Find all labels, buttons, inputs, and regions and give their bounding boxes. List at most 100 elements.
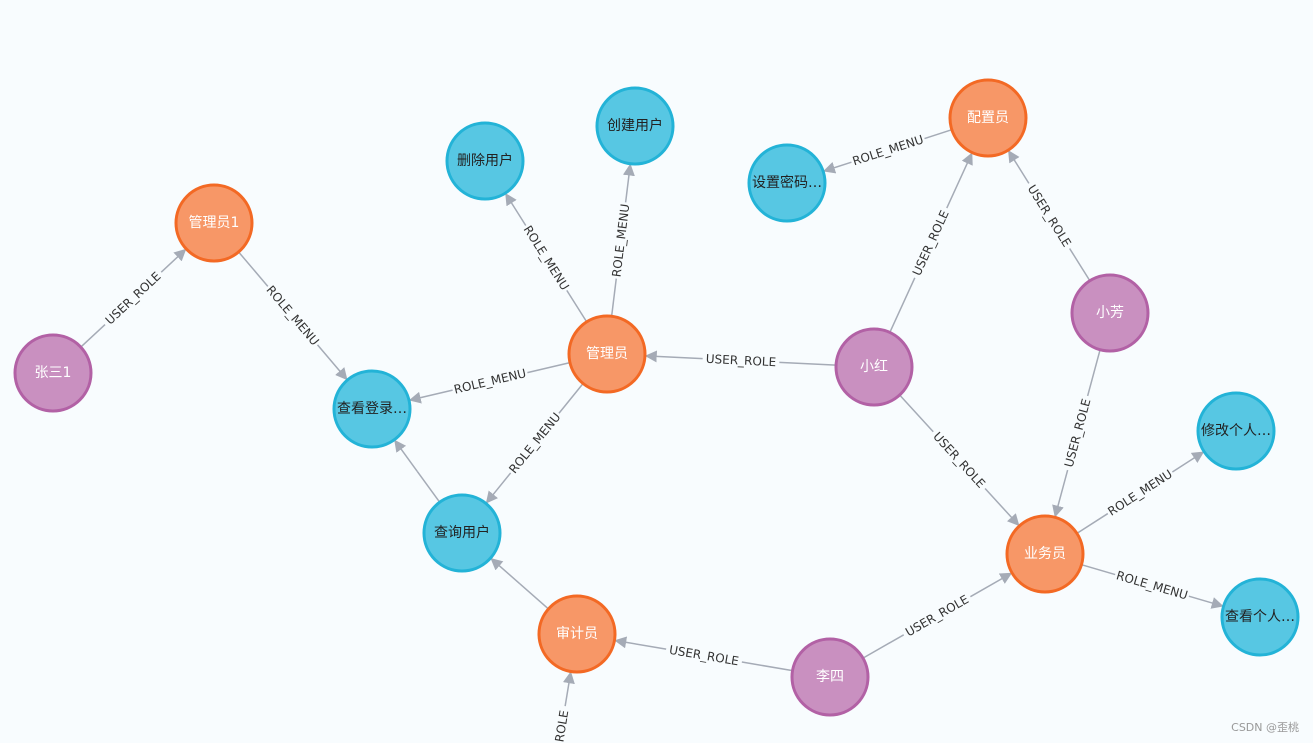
- node-circle[interactable]: [445, 121, 525, 201]
- node-user-xiaohong[interactable]: 小红: [834, 327, 914, 407]
- edge-label: USER_ROLE: [910, 208, 952, 278]
- edge-arrow: [644, 350, 703, 363]
- edge-admin-delete_user[interactable]: ROLE_MENU: [505, 192, 588, 323]
- node-menu-view_person[interactable]: 查看个人…: [1220, 577, 1300, 657]
- edge-arrow: [485, 472, 512, 504]
- edge-label: ROLE_MENU: [1105, 467, 1175, 519]
- node-label: 创建用户: [607, 117, 663, 134]
- node-menu-create_user[interactable]: 创建用户: [595, 86, 675, 166]
- edge-arrow: [1052, 469, 1069, 518]
- edge-line: [558, 383, 584, 414]
- node-menu-delete_user[interactable]: 删除用户: [445, 121, 525, 201]
- edge-label: USER_ROLE: [1025, 182, 1074, 249]
- node-label: 小芳: [1096, 304, 1124, 321]
- edge-line: [899, 394, 934, 433]
- edge-xiaohong-admin[interactable]: USER_ROLE: [644, 350, 837, 369]
- node-circle[interactable]: [747, 143, 827, 223]
- edge-line: [924, 128, 953, 140]
- edge-xiaofang-configurator[interactable]: USER_ROLE: [1008, 150, 1091, 282]
- edge-xiaofang-business[interactable]: USER_ROLE: [1052, 349, 1101, 518]
- edge-line: [80, 323, 106, 348]
- node-circle[interactable]: [174, 183, 254, 263]
- node-circle[interactable]: [332, 369, 412, 449]
- node-role-business[interactable]: 业务员: [1005, 514, 1085, 594]
- edge-arrow: [822, 161, 852, 174]
- edge-xiaohong-configurator[interactable]: USER_ROLE: [889, 152, 973, 333]
- edge-offscreen-auditor[interactable]: ROLE: [552, 671, 575, 743]
- edge-lisi-auditor[interactable]: USER_ROLE: [614, 636, 793, 672]
- node-circle[interactable]: [948, 78, 1028, 158]
- node-menu-modify_person[interactable]: 修改个人…: [1196, 391, 1276, 471]
- edge-query_user-view_login[interactable]: [394, 439, 441, 503]
- node-circle[interactable]: [1070, 273, 1150, 353]
- node-label: 业务员: [1024, 546, 1066, 562]
- node-circle[interactable]: [567, 314, 647, 394]
- edge-line: [566, 289, 588, 323]
- edge-label: ROLE_MENU: [851, 132, 925, 168]
- edge-line: [1068, 248, 1091, 282]
- edge-arrow: [408, 389, 453, 404]
- node-circle[interactable]: [13, 333, 93, 413]
- edge-label: USER_ROLE: [668, 643, 740, 669]
- edge-arrow: [160, 248, 187, 273]
- edge-label: USER_ROLE: [103, 269, 164, 327]
- node-label: 删除用户: [457, 152, 513, 169]
- edge-arrow: [394, 439, 418, 472]
- node-menu-query_user[interactable]: 查询用户: [422, 493, 502, 573]
- node-user-zhangsan1[interactable]: 张三1: [13, 333, 93, 413]
- node-label: 查看个人…: [1225, 609, 1295, 625]
- node-circle[interactable]: [1196, 391, 1276, 471]
- edge-business-modify_person[interactable]: ROLE_MENU: [1076, 451, 1205, 535]
- node-label: 李四: [816, 669, 844, 685]
- node-label: 查询用户: [434, 524, 490, 541]
- edge-line: [527, 361, 571, 374]
- edge-admin-create_user[interactable]: ROLE_MENU: [609, 163, 635, 317]
- node-user-xiaofang[interactable]: 小芳: [1070, 273, 1150, 353]
- edge-line: [1081, 563, 1116, 576]
- edge-auditor-query_user[interactable]: [490, 557, 549, 610]
- edge-arrow: [563, 671, 575, 707]
- node-user-lisi[interactable]: 李四: [790, 637, 870, 717]
- node-role-configurator[interactable]: 配置员: [948, 78, 1028, 158]
- node-circle[interactable]: [834, 327, 914, 407]
- node-label: 管理员: [586, 346, 628, 362]
- edge-arrow: [614, 636, 667, 650]
- node-circle[interactable]: [595, 86, 675, 166]
- edge-arrow: [970, 572, 1013, 598]
- edge-label: ROLE_MENU: [1115, 568, 1190, 602]
- node-label: 小红: [860, 359, 888, 375]
- node-circle[interactable]: [1220, 577, 1300, 657]
- node-label: 审计员: [556, 626, 598, 642]
- edge-arrow: [316, 344, 348, 381]
- edge-business-view_person[interactable]: ROLE_MENU: [1081, 563, 1224, 609]
- edge-line: [889, 277, 916, 333]
- edge-label: ROLE_MENU: [452, 366, 527, 396]
- edge-zhangsan1-admin1[interactable]: USER_ROLE: [80, 248, 187, 348]
- edge-xiaohong-business[interactable]: USER_ROLE: [899, 394, 1020, 527]
- node-label: 管理员1: [189, 215, 240, 231]
- watermark: CSDN @歪桃: [1231, 721, 1299, 734]
- edge-label: USER_ROLE: [1062, 397, 1094, 469]
- edge-admin-view_login[interactable]: ROLE_MENU: [408, 361, 571, 404]
- edge-arrow: [622, 163, 635, 203]
- node-circle[interactable]: [1005, 514, 1085, 594]
- edge-line: [741, 661, 793, 672]
- node-role-admin[interactable]: 管理员: [567, 314, 647, 394]
- node-role-admin1[interactable]: 管理员1: [174, 183, 254, 263]
- edge-line: [238, 251, 269, 287]
- edge-line: [519, 583, 549, 610]
- node-role-auditor[interactable]: 审计员: [537, 594, 617, 674]
- node-circle[interactable]: [422, 493, 502, 573]
- node-circle[interactable]: [790, 637, 870, 717]
- edge-configurator-set_pwd[interactable]: ROLE_MENU: [822, 128, 953, 174]
- edge-label: ROLE: [552, 709, 571, 743]
- node-circle[interactable]: [537, 594, 617, 674]
- edge-admin1-view_login[interactable]: ROLE_MENU: [238, 251, 348, 381]
- edge-admin-query_user[interactable]: ROLE_MENU: [485, 383, 584, 504]
- node-label: 查看登录…: [337, 401, 407, 417]
- node-menu-set_pwd[interactable]: 设置密码…: [747, 143, 827, 223]
- edge-lisi-business[interactable]: USER_ROLE: [862, 572, 1013, 659]
- node-menu-view_login[interactable]: 查看登录…: [332, 369, 412, 449]
